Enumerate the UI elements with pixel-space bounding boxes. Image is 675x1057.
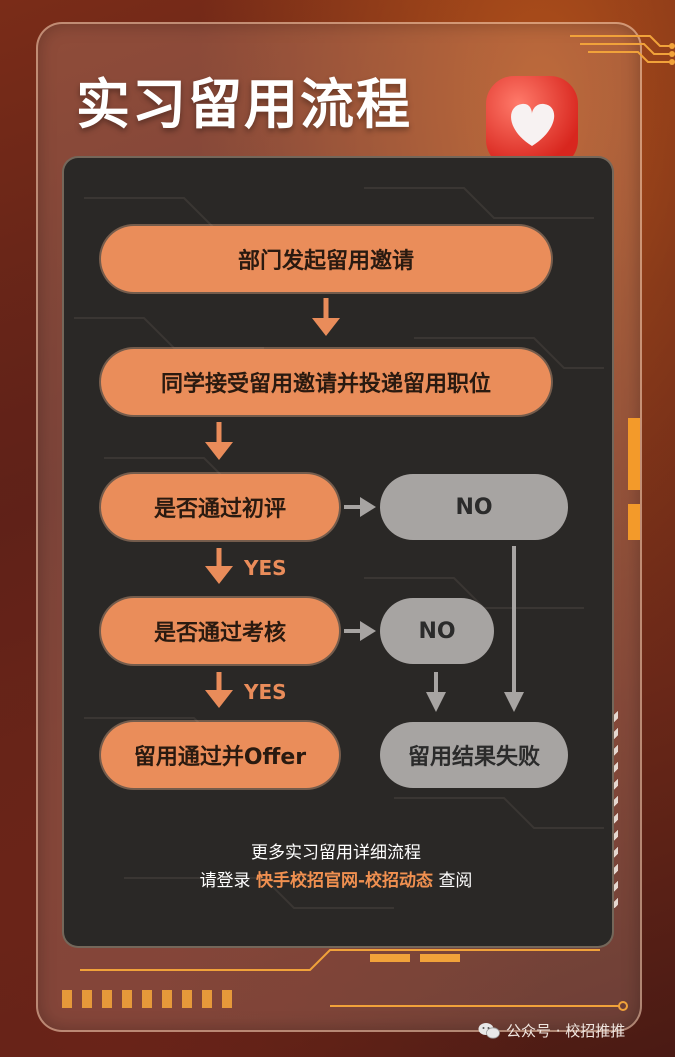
bottom-line-decoration	[80, 949, 628, 1011]
circuit-background	[74, 187, 604, 909]
side-bar-decoration	[628, 418, 640, 490]
node-dept-initiates: 部门发起留用邀请	[101, 226, 551, 292]
edge-label-yes: YES	[244, 556, 287, 580]
node-initial-review-no: NO	[380, 474, 568, 540]
node-student-accepts: 同学接受留用邀请并投递留用职位	[101, 349, 551, 415]
node-offer: 留用通过并Offer	[101, 722, 339, 788]
edge-label-yes: YES	[244, 680, 287, 704]
node-initial-review: 是否通过初评	[101, 474, 339, 540]
circuit-decoration-top	[570, 35, 675, 65]
footer-line-2: 请登录 快手校招官网-校招动态 查阅	[62, 866, 610, 891]
watermark: 公众号 · 校招推推	[478, 1020, 625, 1041]
checker-decoration	[62, 990, 232, 1008]
footer-suffix: 查阅	[438, 871, 473, 891]
footer-prefix: 请登录	[199, 871, 251, 891]
node-assessment-no: NO	[380, 598, 494, 664]
footer-line-1: 更多实习留用详细流程	[251, 843, 421, 863]
page-title: 实习留用流程	[76, 73, 412, 136]
node-fail: 留用结果失败	[380, 722, 568, 788]
side-bar-decoration	[628, 504, 640, 540]
watermark-text: 公众号 · 校招推推	[506, 1022, 626, 1040]
wechat-icon	[478, 1022, 500, 1039]
official-site-link[interactable]: 快手校招官网-校招动态	[255, 871, 434, 891]
node-assessment: 是否通过考核	[101, 598, 339, 664]
